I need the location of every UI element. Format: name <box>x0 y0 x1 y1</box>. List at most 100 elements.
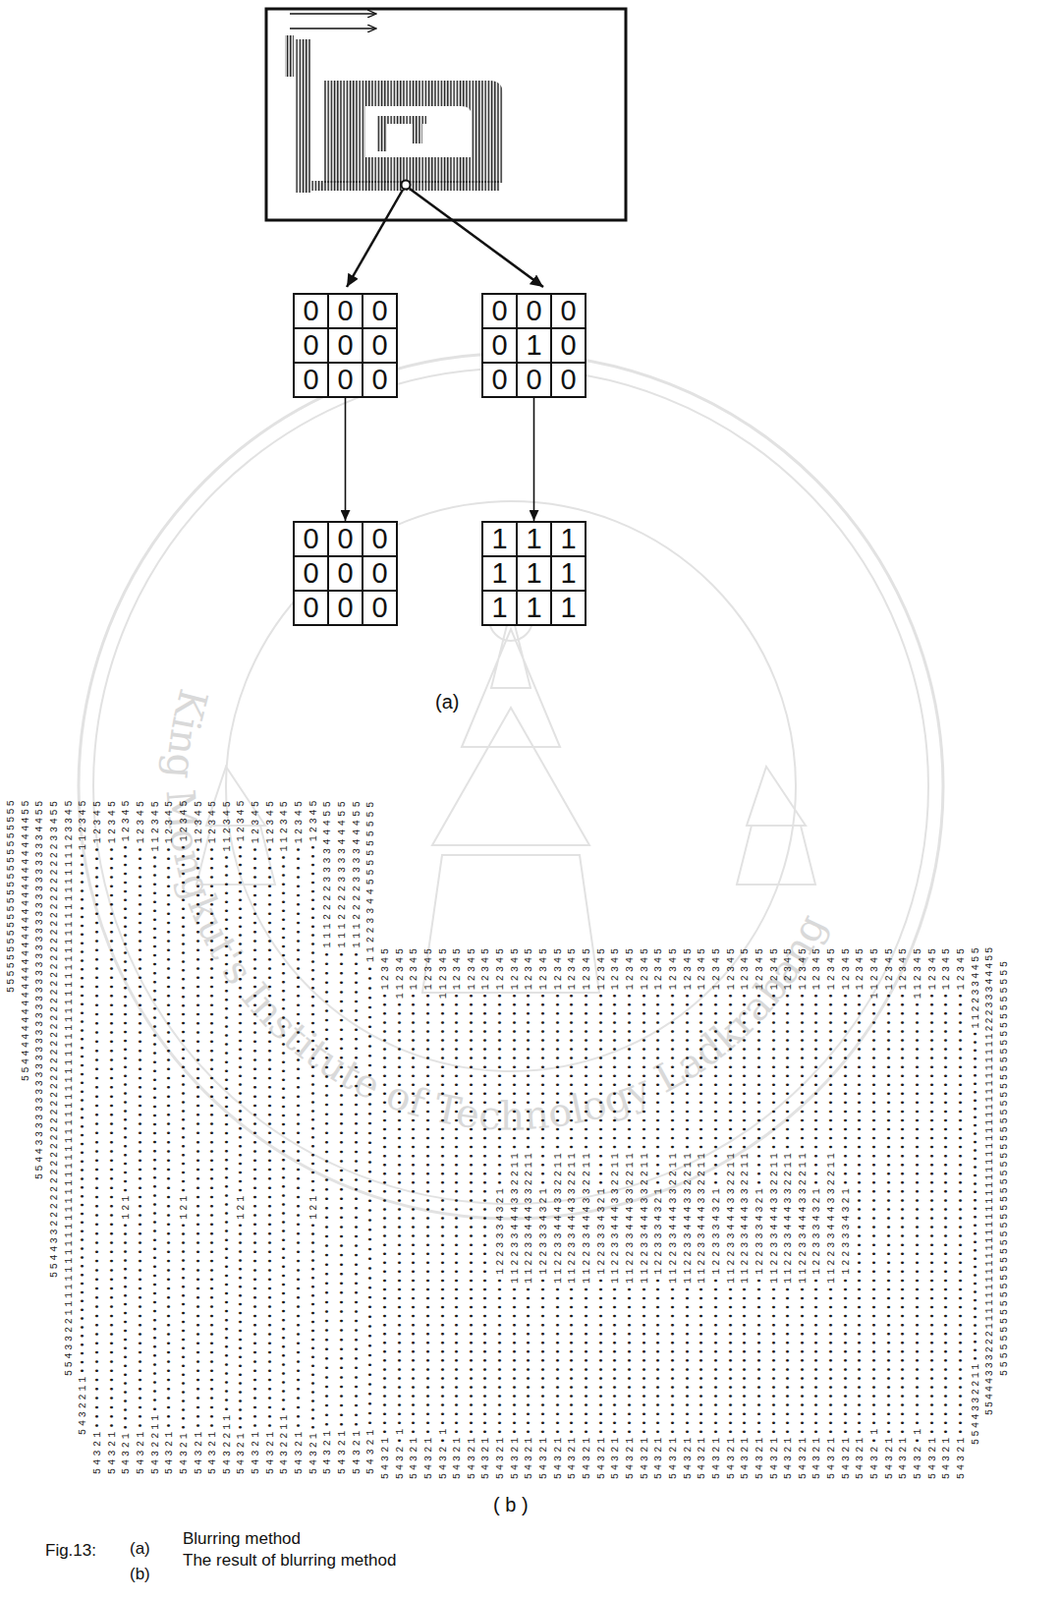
scan-arrow <box>289 27 377 29</box>
printout-line: 54321•••••••••••••••••112233444332211•••… <box>682 945 694 1479</box>
printout-line: 54321••••••••••••••••••1223334321•••••••… <box>711 945 723 1479</box>
grid-cell: 0 <box>552 363 585 396</box>
grid-cell: 1 <box>552 557 585 590</box>
printout-line: 5544433322211111111111111111111111111111… <box>984 945 996 1415</box>
grid-cell: 0 <box>552 329 585 362</box>
printout-line: 54321•••••••••••••••••112233444332211•••… <box>509 945 521 1479</box>
printout-line: 54321•••••••••••••••••••••••••••••••••••… <box>451 945 463 1479</box>
printout-line: 54321•••••••••••••••••••••••••••••••••••… <box>207 797 219 1474</box>
printout-line: 54321•••••••••••••••••••••••••••••••••••… <box>955 945 967 1479</box>
flow-arrow <box>533 397 536 521</box>
printout-line: 54321•••••••••••••••••••••••••••••••••••… <box>466 945 478 1479</box>
printout-line: 5432•1••••••••••••••••••••••••••••••••••… <box>869 945 881 1479</box>
grid-cell: 1 <box>552 591 585 624</box>
grid-cell: 0 <box>363 522 396 556</box>
printout-line: 54321•••••••••••••••••••••••••••••••••••… <box>351 797 363 1474</box>
printout-line: 54321•••••••••••••••••112233444332211•••… <box>639 945 651 1479</box>
grid-cell: 0 <box>294 522 328 556</box>
grid-cell: 0 <box>329 522 362 556</box>
image-frame <box>266 8 626 221</box>
grid-cell: 0 <box>329 591 362 624</box>
printout-line: 54321•••••••••••••••••••••••••••••••••••… <box>408 945 420 1479</box>
printout-line: 5432•1••••••••••••••••••••••••••••••••••… <box>912 945 924 1479</box>
grid-cell: 0 <box>329 294 362 328</box>
printout-line: 54321•••••••••••••••••••••••••••••••••••… <box>135 797 147 1474</box>
printout-line: 54321•••••••••••••••••112233444332211•••… <box>581 945 593 1479</box>
caption-text: The result of blurring method <box>182 1550 396 1570</box>
printout-line: 54321•••••••••••••••••••••••••••••••••••… <box>380 945 391 1479</box>
printout-line: 54321•••••••••••••••••112233444332211•••… <box>739 945 751 1479</box>
grid-cell: 0 <box>329 363 362 396</box>
pointer-arrow <box>346 189 403 287</box>
grid-cell: 0 <box>329 557 362 590</box>
scan-arrow <box>289 12 377 14</box>
printout-line: 54321••••••••••••••••••••••••121••••••••… <box>120 797 132 1474</box>
grid-cell: 0 <box>483 363 516 396</box>
grid-cell: 0 <box>363 363 396 396</box>
printout-line: 54321••••••••••••••••••1223334321•••••••… <box>653 945 665 1479</box>
printout-line: 54321•••••••••••••••••112233444332211•••… <box>696 945 708 1479</box>
printout-line: 555555555555555555555555 <box>5 797 17 993</box>
printout-line: 54321•••••••••••••••••••••••••••••••••••… <box>480 945 492 1479</box>
printout-line: 5543322111111111111111111111111111111111… <box>63 797 75 1376</box>
printout-line: 54321•••••••••••••••••••••••••••••••••••… <box>927 945 939 1479</box>
printout-line: 54321••••••••••••••••••1223334321•••••••… <box>811 945 823 1479</box>
printout-line: 54321••••••••••••••••••••••••121••••••••… <box>235 797 247 1474</box>
grid-cell: 0 <box>363 557 396 590</box>
printout-line: 54321•••••••••••••••••112233444332211•••… <box>566 945 578 1479</box>
caption-text: Blurring method <box>182 1528 301 1549</box>
grid-cell: 0 <box>363 329 396 362</box>
grid-cell: 0 <box>363 591 396 624</box>
printout-line: 54321•••••••••••••••••••••••••••••••••••… <box>193 797 205 1474</box>
printout-line: 54321•••••••••••••••••112233444332211•••… <box>610 945 621 1479</box>
pixel-grid: 000000000 <box>292 292 398 398</box>
grid-cell: 0 <box>363 294 396 328</box>
flow-arrow <box>344 397 347 521</box>
grid-cell: 0 <box>294 363 328 396</box>
printout-line: 54321•••••••••••••••••112233444332211•••… <box>523 945 535 1479</box>
grid-cell: 0 <box>517 294 551 328</box>
printout-line: 54321•••••••••••••••••••••••••••••••••••… <box>92 797 104 1474</box>
sample-point <box>401 180 411 190</box>
printout-line: 5555555555555555555555555555555555555555… <box>999 957 1010 1376</box>
part-label: (a) <box>435 690 459 714</box>
printout-line: 5544332222222222222222222222222222222222… <box>49 797 60 1278</box>
printout-line: 54321•••••••••••••••••••••••••••••••••••… <box>365 797 377 1474</box>
grid-cell: 0 <box>329 329 362 362</box>
printout-line: 54321•••••••••••••••••112233444332211•••… <box>769 945 781 1479</box>
printout-line: 54321••••••••••••••••••1223334321•••••••… <box>754 945 766 1479</box>
pixel-grid: 111111111 <box>481 520 587 626</box>
printout-line: 54321•••••••••••••••••••••••••••••••••••… <box>164 797 175 1474</box>
grid-cell: 1 <box>483 557 516 590</box>
grid-cell: 1 <box>517 591 551 624</box>
grid-cell: 0 <box>294 294 328 328</box>
grid-cell: 1 <box>517 329 551 362</box>
printout-line: 54321••••••••••••••••••1223334321•••••••… <box>495 945 506 1479</box>
printout-line: 54321•••••••••••••••••••••••••••••••••••… <box>897 945 909 1479</box>
printout-line: 54321••••••••••••••••••••••••121••••••••… <box>308 797 320 1474</box>
character-image <box>284 35 503 193</box>
printout-line: 54321•••••••••••••••••••••••••••••••••••… <box>265 797 277 1474</box>
printout-line: 5432211•••••••••••••••••••••••••••••••••… <box>77 797 89 1435</box>
printout-line: 5432211•••••••••••••••••••••••••••••••••… <box>222 797 233 1474</box>
caption-text: Fig.13: <box>45 1540 97 1561</box>
printout-line: 5432211•••••••••••••••••••••••••••••••••… <box>150 797 162 1474</box>
printout-line: 5432•1••••••••••••••••••••••••••••••••••… <box>394 945 406 1479</box>
printout-line: 54321••••••••••••••••••••••••121••••••••… <box>178 797 190 1474</box>
printout-line: 54321•••••••••••••••••••••••••••••••••••… <box>250 797 262 1474</box>
printout-line: 5432211•••••••••••••••••••••••••••••••••… <box>279 797 290 1474</box>
grid-cell: 1 <box>552 522 585 556</box>
grid-cell: 1 <box>517 522 551 556</box>
printout-line: 54321••••••••••••••••••1223334321•••••••… <box>538 945 550 1479</box>
printout-line: 5544333333333333333333333333333333333333… <box>34 797 46 1179</box>
grid-cell: 0 <box>552 294 585 328</box>
printout-line: 54321•••••••••••••••••112233444332211•••… <box>797 945 809 1479</box>
printout-line: 5432•1••••••••••••••••••••••••••••••••••… <box>438 945 449 1479</box>
grid-cell: 1 <box>517 557 551 590</box>
grid-cell: 0 <box>294 591 328 624</box>
printout-line: 54321•••••••••••••••••••••••••••••••••••… <box>941 945 952 1479</box>
grid-cell: 0 <box>294 329 328 362</box>
grid-cell: 0 <box>483 294 516 328</box>
printout-line: 54321•••••••••••••••••••••••••••••••••••… <box>854 945 866 1479</box>
part-label: ( b ) <box>493 1493 529 1516</box>
